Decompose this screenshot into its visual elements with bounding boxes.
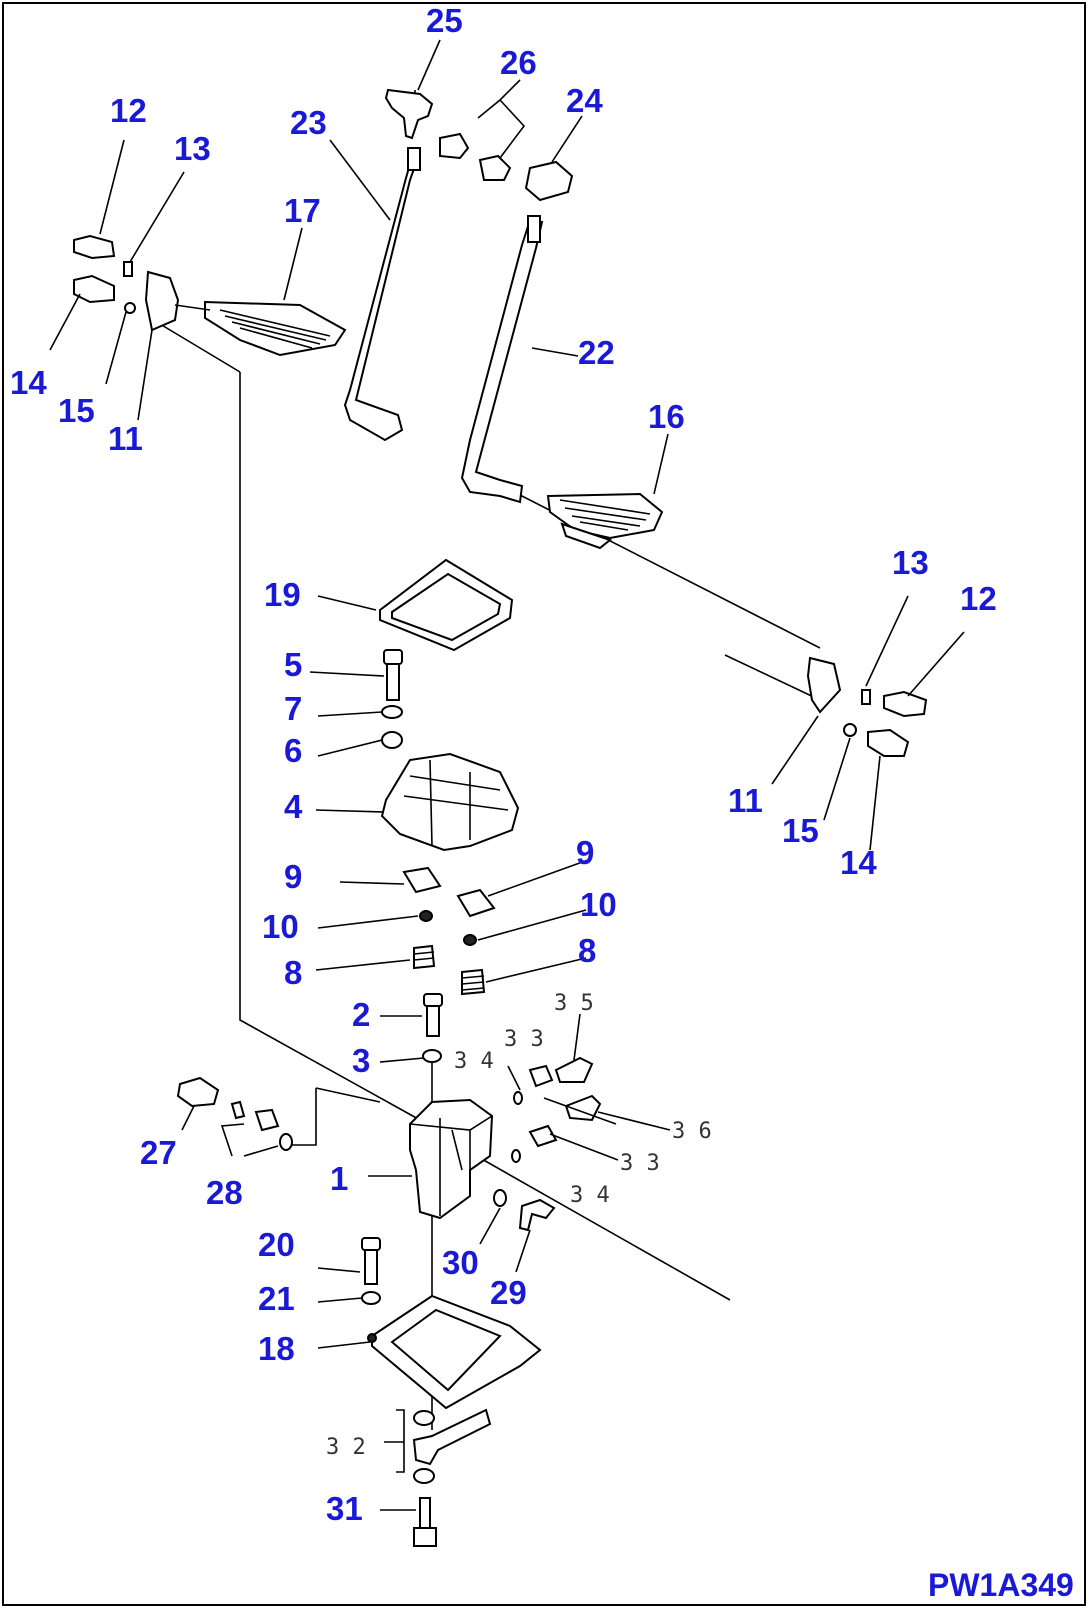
label-15-right: 15 bbox=[782, 812, 819, 849]
left-hardware bbox=[73, 234, 136, 314]
drawing-code: PW1A349 bbox=[928, 1567, 1074, 1603]
label-32: 3 2 bbox=[326, 1435, 366, 1460]
label-35: 3 5 bbox=[554, 991, 594, 1016]
label-16: 16 bbox=[648, 398, 685, 435]
gray-labels: 3 5 3 3 3 4 3 6 3 3 3 4 3 2 bbox=[326, 991, 712, 1460]
part-32-fitting-set bbox=[384, 1408, 492, 1484]
label-9-right: 9 bbox=[576, 834, 594, 871]
part-5-bolt bbox=[383, 649, 403, 701]
part-22-rod bbox=[460, 215, 544, 504]
label-1: 1 bbox=[330, 1160, 348, 1197]
label-30: 30 bbox=[442, 1244, 479, 1281]
label-5: 5 bbox=[284, 646, 302, 683]
label-29: 29 bbox=[490, 1274, 527, 1311]
label-31: 31 bbox=[326, 1490, 363, 1527]
part-28-fitting bbox=[230, 1100, 293, 1151]
label-22: 22 bbox=[578, 334, 615, 371]
part-25-lever bbox=[384, 88, 434, 140]
part-26-joint bbox=[439, 132, 512, 181]
part-33-fittings bbox=[528, 1064, 558, 1148]
label-13-right: 13 bbox=[892, 544, 929, 581]
label-7: 7 bbox=[284, 690, 302, 727]
label-17: 17 bbox=[284, 192, 321, 229]
part-35-elbow bbox=[554, 1056, 594, 1083]
part-10-left bbox=[419, 910, 433, 922]
label-33-bottom: 3 3 bbox=[620, 1151, 660, 1176]
label-19: 19 bbox=[264, 576, 301, 613]
label-6: 6 bbox=[284, 732, 302, 769]
label-13-left: 13 bbox=[174, 130, 211, 167]
part-29-fitting bbox=[518, 1198, 556, 1232]
part-1-valve bbox=[409, 1098, 494, 1220]
label-36: 3 6 bbox=[672, 1119, 712, 1144]
label-15-left: 15 bbox=[58, 392, 95, 429]
label-34-bottom: 3 4 bbox=[570, 1183, 610, 1208]
assembly-lines bbox=[149, 90, 821, 1430]
part-20-bolt bbox=[361, 1237, 381, 1285]
label-10-left: 10 bbox=[262, 908, 299, 945]
part-21-washer bbox=[361, 1291, 381, 1305]
right-hardware bbox=[806, 656, 928, 757]
label-23: 23 bbox=[290, 104, 327, 141]
part-6-washer bbox=[381, 731, 403, 749]
part-31-bolt bbox=[413, 1497, 437, 1547]
label-4: 4 bbox=[284, 788, 303, 825]
part-8-spring-left bbox=[413, 944, 436, 970]
label-2: 2 bbox=[352, 996, 370, 1033]
label-10-right: 10 bbox=[580, 886, 617, 923]
label-20: 20 bbox=[258, 1226, 295, 1263]
label-18: 18 bbox=[258, 1330, 295, 1367]
part-4-cover bbox=[380, 752, 520, 852]
part-34-orings bbox=[511, 1091, 523, 1163]
part-9-plate-left bbox=[402, 866, 442, 894]
label-12-right: 12 bbox=[960, 580, 997, 617]
part-labels: 25 26 24 12 23 13 17 22 14 15 11 16 19 1… bbox=[10, 2, 997, 1527]
part-16-pedal bbox=[546, 492, 664, 550]
label-27: 27 bbox=[140, 1134, 177, 1171]
part-27-fitting bbox=[176, 1076, 220, 1108]
label-8-left: 8 bbox=[284, 954, 302, 991]
label-28: 28 bbox=[206, 1174, 243, 1211]
part-24-block bbox=[524, 160, 574, 202]
label-34-top: 3 4 bbox=[454, 1049, 494, 1074]
label-24: 24 bbox=[566, 82, 603, 119]
part-19-gasket bbox=[379, 558, 514, 652]
label-9-left: 9 bbox=[284, 858, 302, 895]
label-8-right: 8 bbox=[578, 932, 596, 969]
label-14-left: 14 bbox=[10, 364, 47, 401]
part-10-right bbox=[463, 934, 477, 946]
part-7-washer bbox=[381, 705, 403, 719]
part-36-elbow bbox=[564, 1094, 602, 1122]
label-21: 21 bbox=[258, 1280, 295, 1317]
part-23-rod bbox=[343, 147, 422, 442]
label-12-left: 12 bbox=[110, 92, 147, 129]
label-26: 26 bbox=[500, 44, 537, 81]
part-9-plate-right bbox=[456, 888, 496, 918]
part-3-washer bbox=[422, 1049, 442, 1063]
part-2-bolt bbox=[423, 993, 443, 1037]
label-33-top: 3 3 bbox=[504, 1027, 544, 1052]
part-8-spring-right bbox=[461, 968, 486, 996]
part-17-pedal bbox=[144, 270, 347, 357]
label-11-right: 11 bbox=[728, 782, 763, 819]
label-25: 25 bbox=[426, 2, 463, 39]
part-30-oring bbox=[493, 1189, 507, 1207]
label-3: 3 bbox=[352, 1042, 370, 1079]
label-11-left: 11 bbox=[108, 420, 143, 457]
label-14-right: 14 bbox=[840, 844, 877, 881]
leader-lines bbox=[49, 39, 965, 1511]
part-18-plate bbox=[367, 1294, 542, 1410]
